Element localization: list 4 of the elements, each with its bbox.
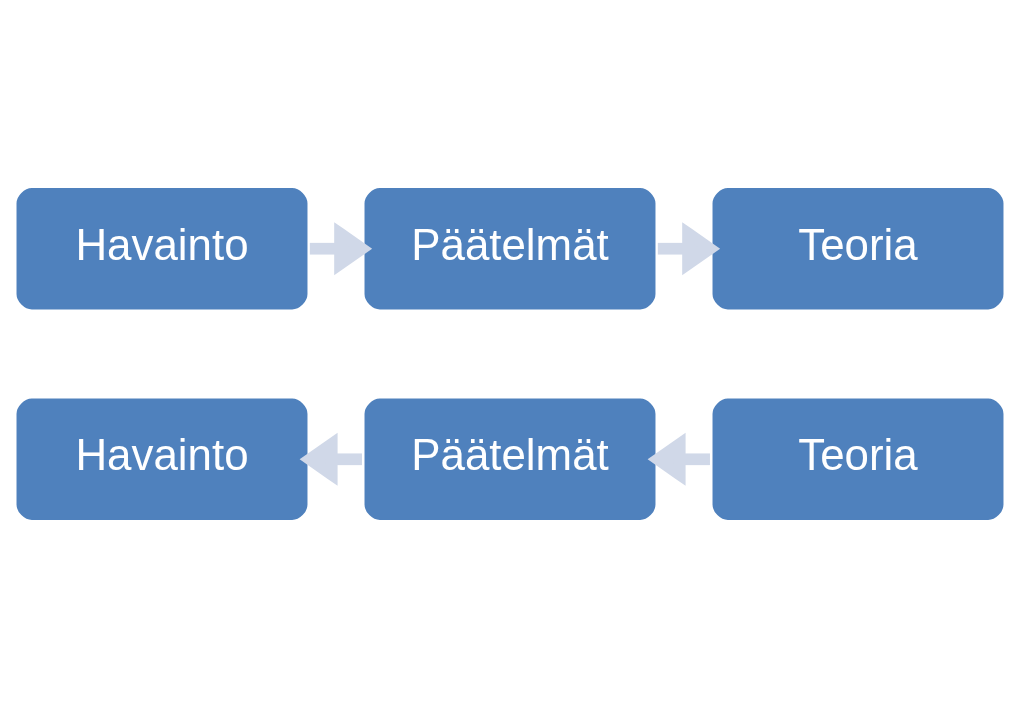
arrow	[299, 432, 362, 486]
arrow	[657, 221, 721, 275]
arrow	[309, 221, 373, 275]
arrow	[647, 432, 710, 486]
